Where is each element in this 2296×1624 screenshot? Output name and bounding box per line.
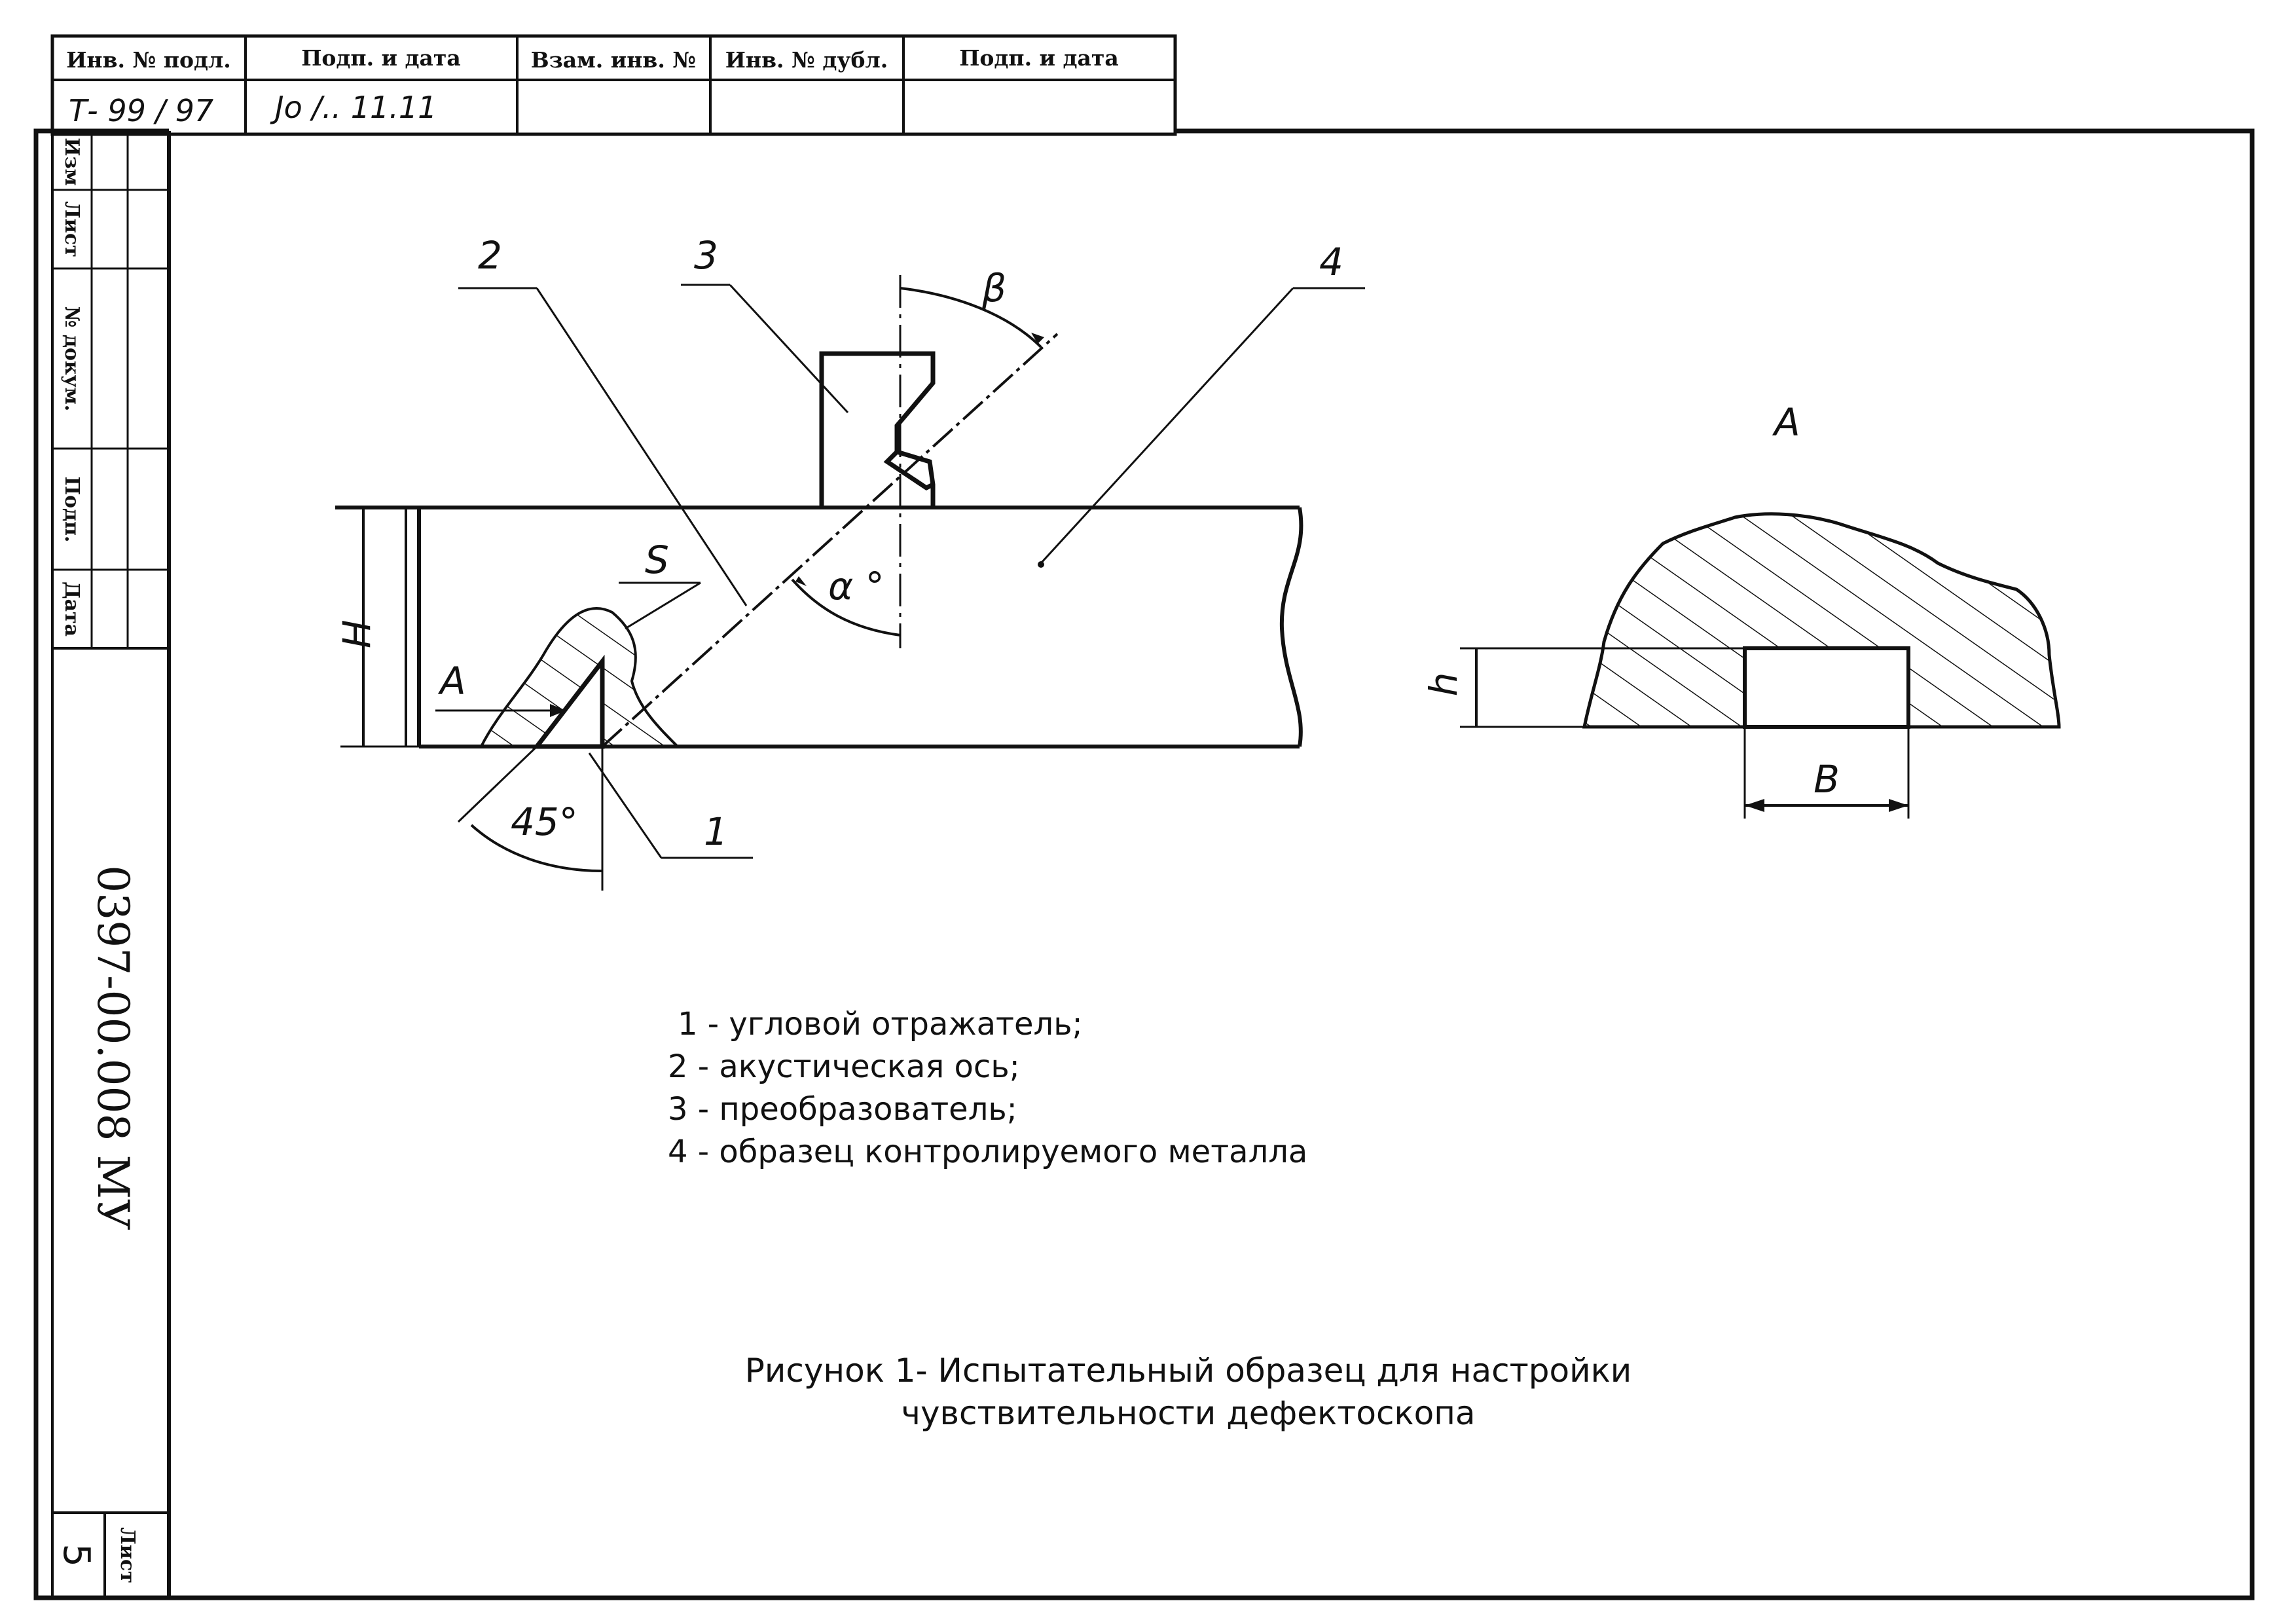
stamp-header-podp-data: Подп. и дата — [301, 45, 460, 71]
section-mark-a: A — [437, 659, 466, 703]
stamp-value-inv-podl: Т- 99 / 97 — [69, 93, 213, 128]
sample-section-hatch — [479, 607, 681, 748]
legend-item-3: 3 - преобразователь; — [668, 1091, 1017, 1128]
detail-section-hatch — [1582, 512, 2061, 729]
document-number: 0397-00.008 МУ — [88, 865, 138, 1230]
stamp-header-inv-dubl: Инв. № дубл. — [725, 47, 888, 73]
callout-2: 2 — [478, 233, 502, 278]
sheet-label: Лист — [116, 1527, 139, 1583]
stamp-header-inv-podl: Инв. № подл. — [66, 47, 231, 73]
s-label: S — [645, 538, 669, 582]
callout-4: 4 — [1319, 240, 1343, 284]
callout-1: 1 — [704, 809, 728, 854]
angle-alpha-label: α ° — [828, 564, 884, 608]
dimension-h-label: H — [335, 619, 379, 648]
side-label-izm: Изм — [60, 138, 83, 186]
top-stamp-table: Инв. № подл. Подп. и дата Взам. инв. № И… — [50, 34, 1177, 136]
side-label-data: Дата — [60, 581, 83, 637]
sheet-frame — [33, 128, 2255, 1600]
stamp-value-podp-data: Jo /.. 11.11 — [270, 90, 437, 125]
side-label-n-dokum: № докум. — [60, 306, 83, 411]
side-label-list: Лист — [60, 201, 83, 257]
notch-b-label: B — [1813, 757, 1840, 802]
stamp-header-podp-data-2: Подп. и дата — [959, 45, 1118, 71]
figure-caption: Рисунок 1- Испытательный образец для нас… — [745, 1352, 1632, 1432]
legend-item-1: 1 - угловой отражатель; — [678, 1006, 1083, 1043]
notch-h-label: h — [1421, 673, 1466, 697]
callout-3: 3 — [694, 233, 718, 278]
legend: 1 - угловой отражатель; 2 - акустическая… — [668, 1006, 1307, 1170]
notch — [1743, 646, 1910, 729]
test-sample-view: H 45° S A 1 2 3 4 β α ° — [335, 233, 1365, 891]
caption-line-1: Рисунок 1- Испытательный образец для нас… — [745, 1352, 1632, 1390]
detail-view-a: A h B — [1421, 400, 2061, 819]
caption-line-2: чувствительности дефектоскопа — [901, 1394, 1475, 1432]
sheet-number: 5 — [55, 1543, 98, 1567]
angle-beta-label: β — [981, 266, 1006, 310]
angle-45-label: 45° — [511, 800, 578, 844]
side-stamp: Изм Лист № докум. Подп. Дата 0397-00.008… — [51, 134, 169, 1598]
legend-item-4: 4 - образец контролируемого металла — [668, 1134, 1307, 1170]
stamp-header-vzam-inv: Взам. инв. № — [531, 47, 696, 73]
view-a-title: A — [1772, 400, 1800, 445]
side-label-podp: Подп. — [60, 477, 83, 543]
legend-item-2: 2 - акустическая ось; — [668, 1048, 1020, 1085]
